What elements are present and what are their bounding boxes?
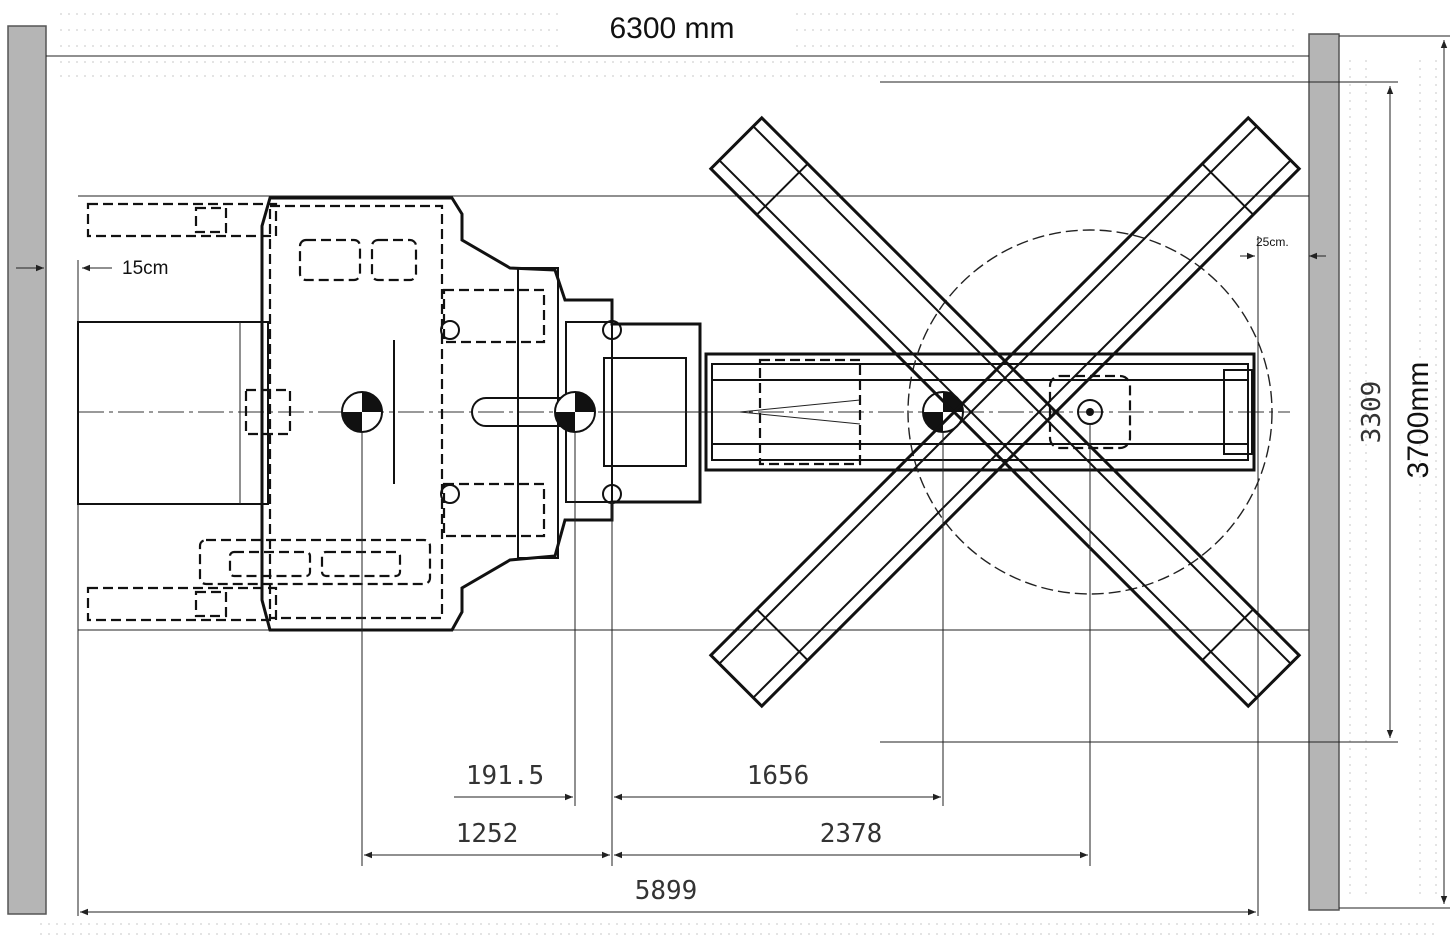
platform-a [708,115,1302,709]
rear-clearance-label: 25cm. [1256,235,1289,249]
room-width-label: 6300 mm [609,12,734,45]
dim-label-5899: 5899 [635,876,698,906]
wall-clearance-label: 15cm [122,258,168,279]
platform-b [708,115,1302,709]
dim-label-2378: 2378 [820,819,883,849]
turning-radius-circle [907,229,1273,595]
background-grid [40,13,1440,935]
dim-label-1656: 1656 [747,761,810,791]
dim-label-191: 191.5 [466,761,544,791]
room-depth-label: 3700mm [1402,362,1435,479]
inner-depth-label: 3309 [1357,381,1387,444]
cog-marker-1 [341,391,383,433]
left-wall [7,25,47,915]
cog-marker-2 [554,391,596,433]
right-wall [1308,33,1340,911]
dim-label-1252: 1252 [456,819,519,849]
forks [77,202,292,622]
chassis [198,196,720,632]
